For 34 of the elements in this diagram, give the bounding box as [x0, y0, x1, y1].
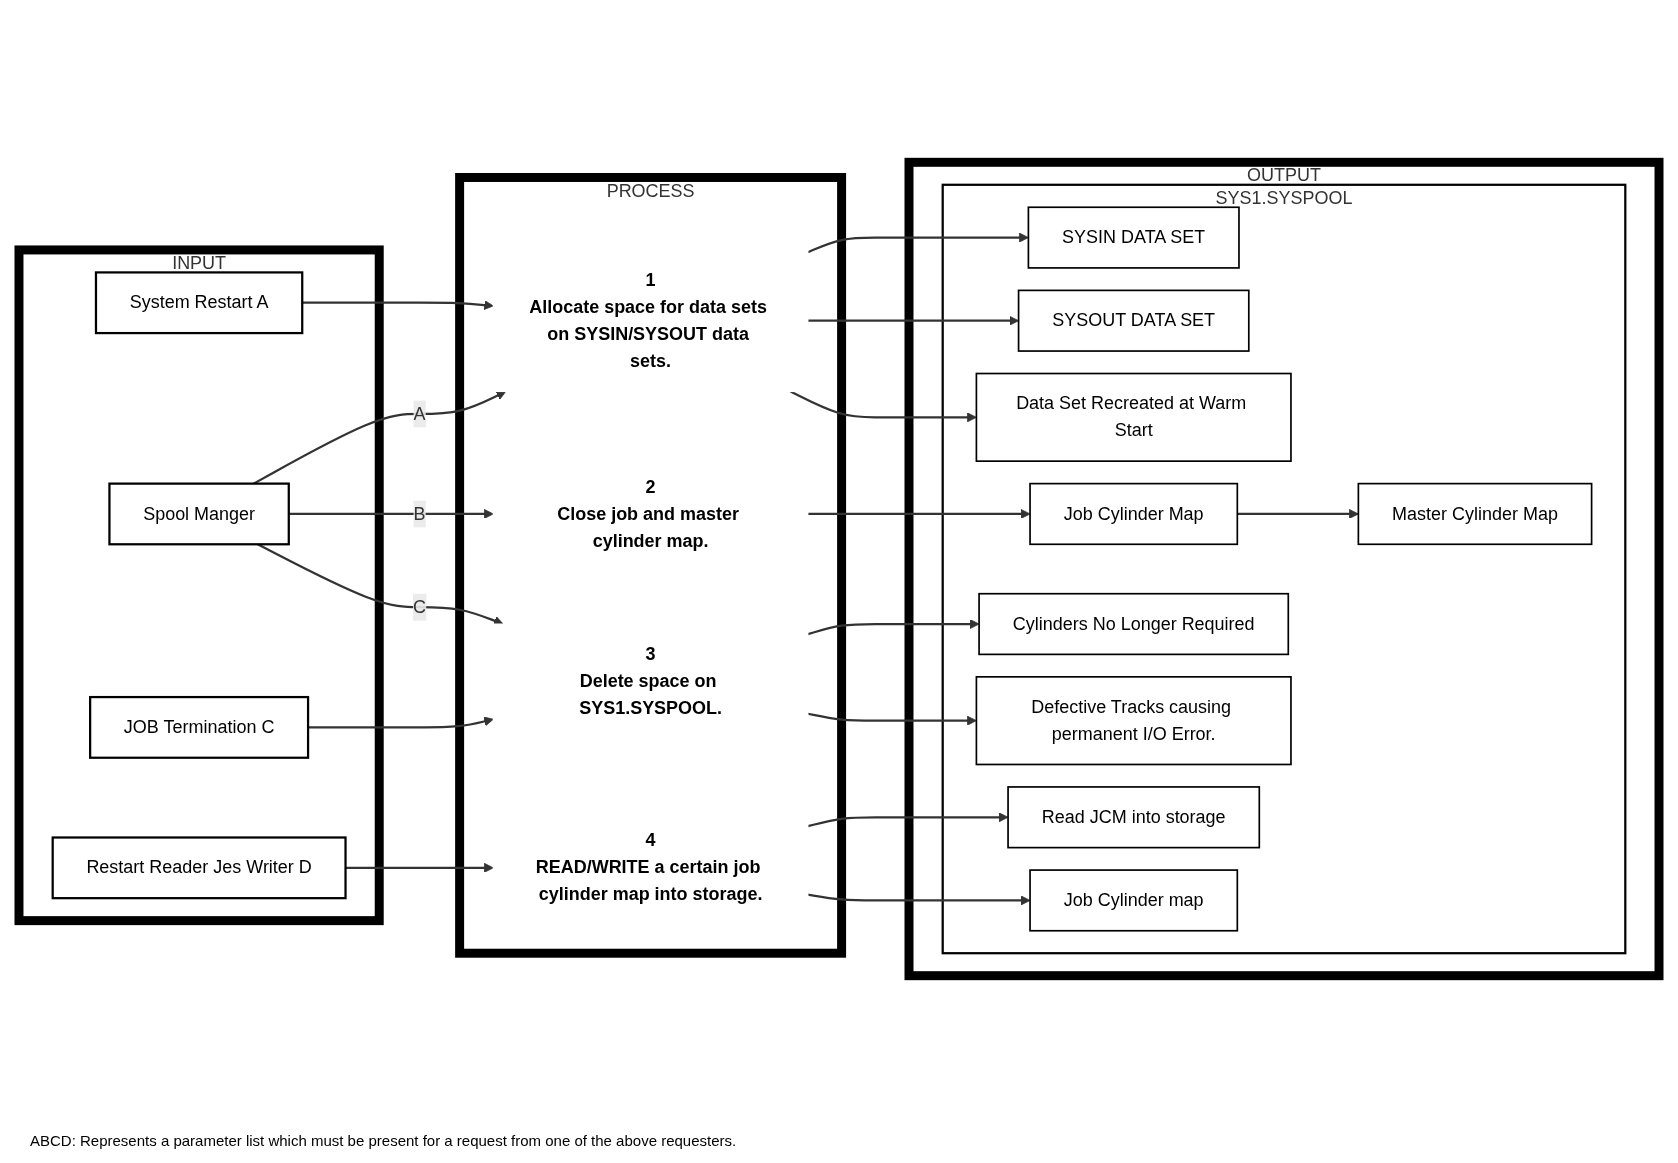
node-box: JOB Termination C: [89, 695, 310, 759]
node-box: System Restart A: [94, 271, 304, 335]
edge-label: C: [412, 597, 426, 617]
arrow: [807, 893, 1031, 906]
arrow: [1237, 509, 1359, 519]
note-text: ABCD: Represents a parameter list which must be present for a request from one of the above requesters.: [30, 1132, 738, 1149]
arrow: [345, 862, 494, 873]
node-box: Read JCM into storage: [1007, 786, 1261, 849]
arrow: [790, 390, 977, 423]
arrow: [308, 716, 494, 729]
arrow: [807, 619, 980, 636]
node-box: Job Cylinder Map: [1029, 482, 1239, 546]
node-box: Job Cylinder map: [1029, 869, 1239, 932]
node-box: SYSIN DATA SET: [1027, 206, 1240, 269]
node-box: Spool Manger: [108, 482, 290, 546]
node-text: 1 Allocate space for data sets on SYSIN/SYSOUT data sets.: [529, 270, 767, 371]
arrow: [288, 509, 494, 519]
arrow: [807, 712, 977, 726]
edge-label: B: [413, 503, 426, 523]
node-box: Data Set Recreated at Warm Start: [975, 372, 1292, 462]
node-box: Cylinders No Longer Required: [978, 592, 1290, 656]
node-text: 2 Close job and master cylinder map.: [557, 476, 740, 550]
node-box: Defective Tracks causing permanent I/O Error.: [975, 676, 1292, 766]
node-box: Restart Reader Jes Writer D: [51, 836, 347, 900]
arrow: [807, 509, 1031, 519]
node-box: Master Cylinder Map: [1357, 482, 1593, 546]
arrow: [807, 232, 1029, 254]
arrow: [807, 812, 1009, 828]
arrow: [807, 315, 1019, 326]
arrow: [302, 300, 494, 310]
node-box: SYSOUT DATA SET: [1017, 289, 1250, 352]
node-text: 4 READ/WRITE a certain job cylinder map into storage.: [535, 830, 763, 904]
node-text: 3 Delete space on SYS1.SYSPOOL.: [579, 644, 723, 718]
edge-label: A: [413, 403, 426, 423]
